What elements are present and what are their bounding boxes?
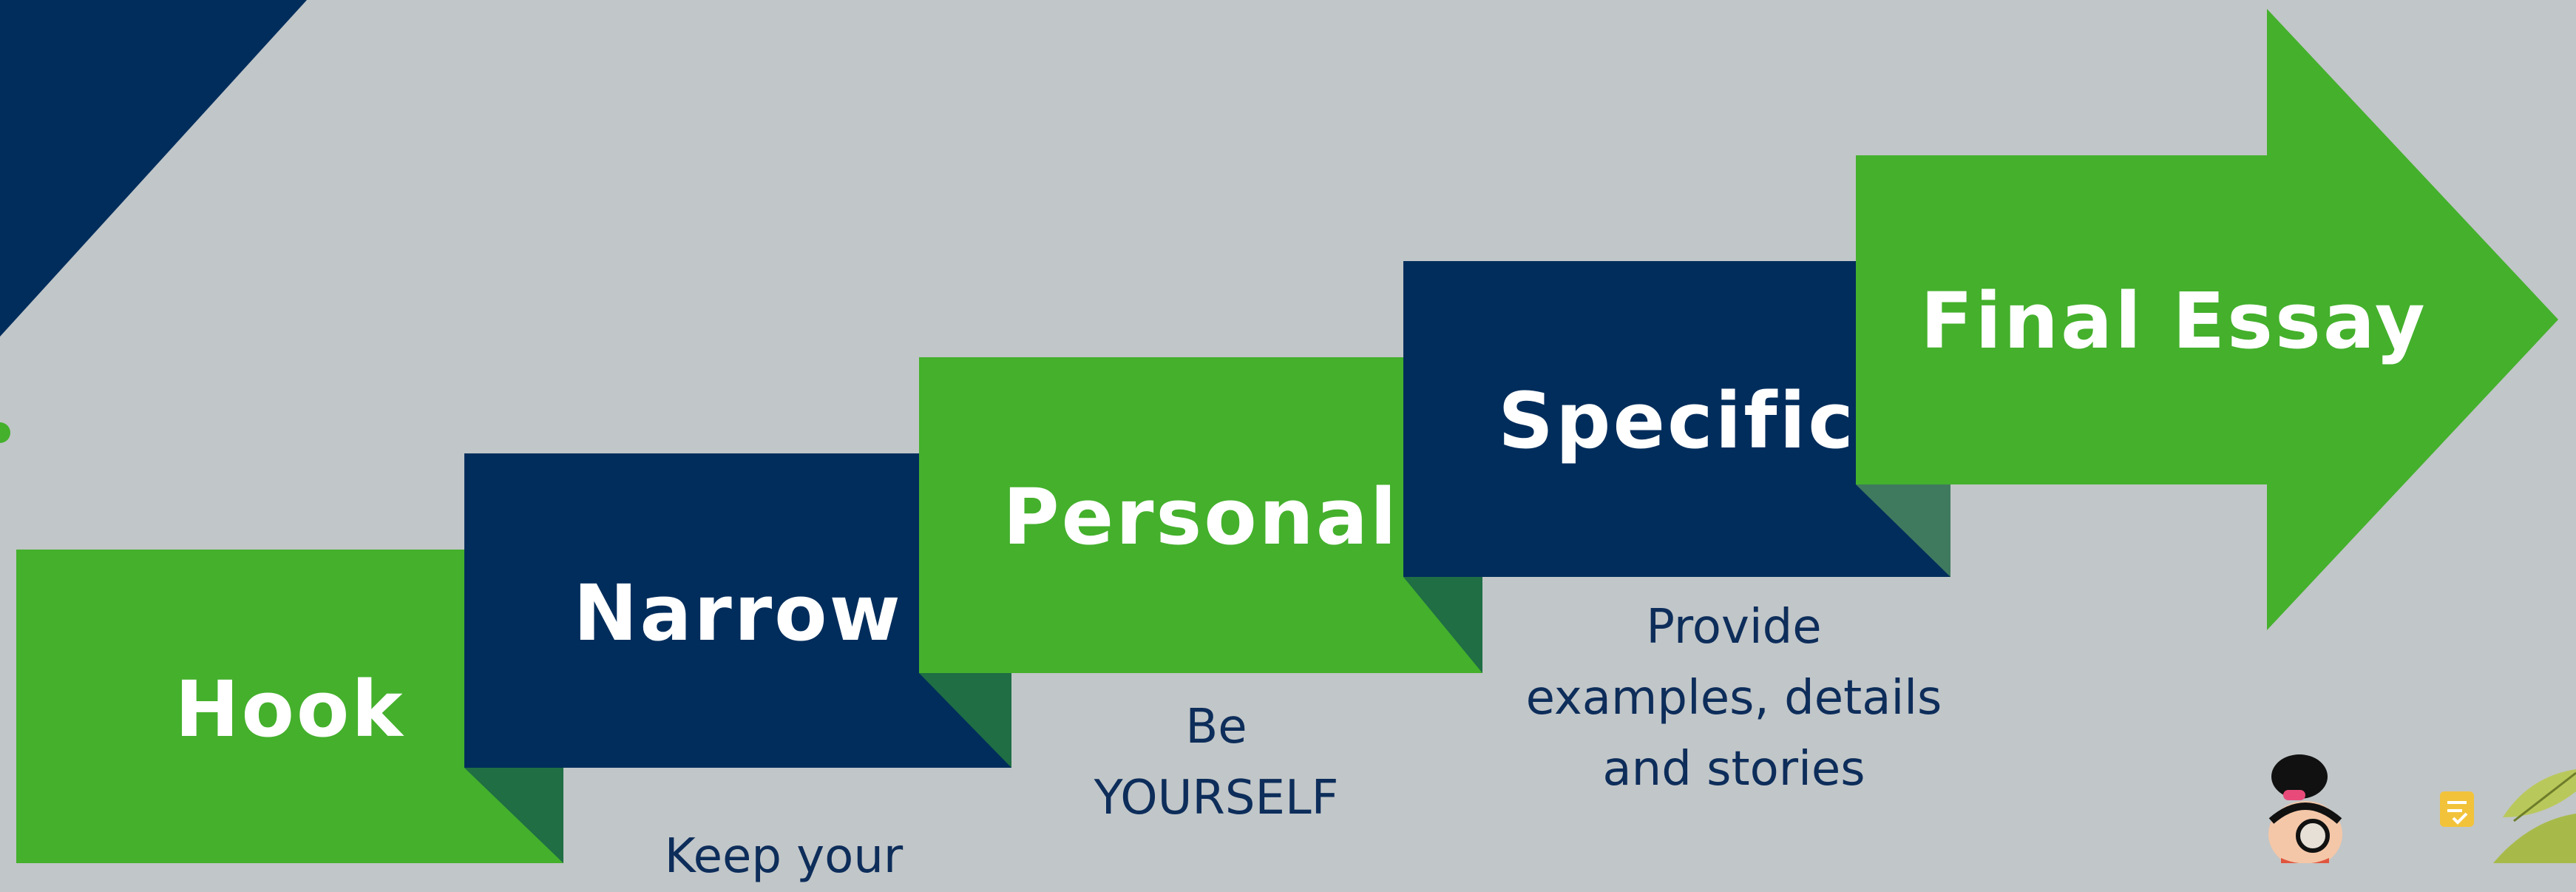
- final-essay-label: Final Essay: [1920, 276, 2427, 366]
- narrow-fold: [464, 768, 563, 863]
- diagram-shapes: [0, 0, 2576, 863]
- green-dot: [0, 422, 10, 443]
- navy-corner-triangle: [0, 0, 307, 337]
- personal-block: [919, 357, 1482, 673]
- personal-label: Personal: [1003, 472, 1399, 562]
- personal-caption-line-2: YOURSELF: [1094, 771, 1339, 825]
- narrow-label: Narrow: [573, 568, 903, 658]
- specific-caption: Provide examples, details and stories: [1482, 592, 1985, 805]
- narrow-caption: Keep your: [562, 821, 1006, 892]
- final-essay-fold: [1856, 484, 1950, 577]
- personal-caption: Be YOURSELF: [994, 692, 1438, 834]
- personal-caption-line-1: Be: [1185, 700, 1247, 754]
- specific-caption-line-2: examples, details: [1525, 671, 1942, 726]
- specific-caption-line-1: Provide: [1646, 600, 1822, 655]
- narrow-caption-line-1: Keep your: [664, 829, 904, 884]
- specific-fold: [1403, 577, 1482, 673]
- sticky-note-icon: [2440, 791, 2474, 827]
- personal-fold: [919, 673, 1011, 768]
- final-essay-arrow: [1856, 9, 2558, 630]
- hook-label: Hook: [174, 664, 405, 754]
- specific-caption-line-3: and stories: [1602, 742, 1865, 797]
- specific-label: Specific: [1498, 376, 1856, 466]
- plant-leaves-icon: [2493, 769, 2576, 863]
- person-with-headphones-icon: [2268, 754, 2342, 863]
